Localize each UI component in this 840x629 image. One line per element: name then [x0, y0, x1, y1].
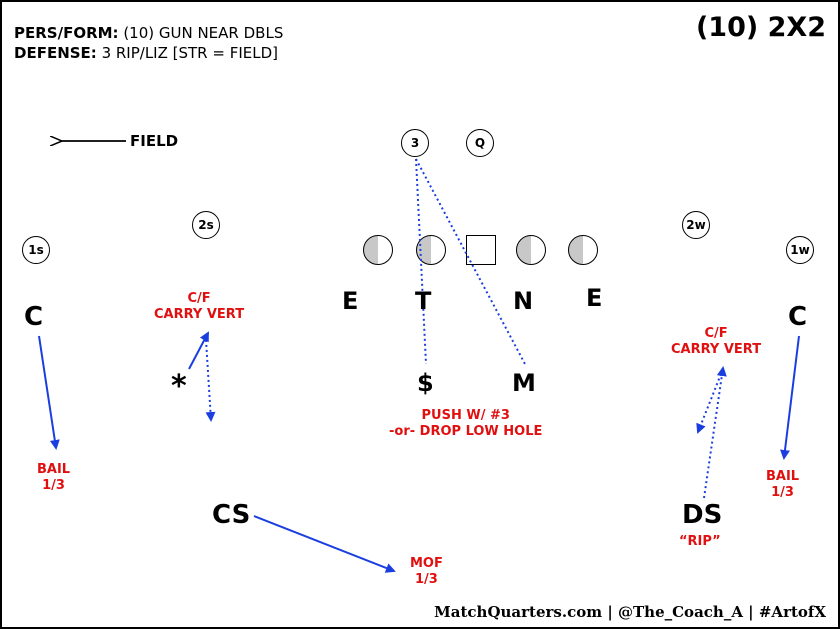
- note-cf-left: C/F CARRY VERT: [154, 291, 244, 323]
- nose-tackle: N: [513, 287, 534, 315]
- receiver-2w: 2w: [682, 211, 710, 239]
- mike-linebacker: M: [512, 369, 536, 397]
- pers-form-value: (10) GUN NEAR DBLS: [118, 24, 284, 42]
- note-rip: “RIP”: [679, 534, 721, 549]
- note-bail-right-line2: 1/3: [771, 485, 794, 500]
- center: [466, 235, 496, 265]
- defensive-end-left: E: [342, 287, 359, 315]
- note-bail-left: BAIL 1/3: [37, 462, 70, 494]
- route-star-carry: [205, 339, 216, 422]
- offensive-lineman: [363, 235, 393, 265]
- note-bail-right-line1: BAIL: [766, 469, 800, 484]
- route-c-right-bail: [780, 335, 800, 460]
- defense-label: DEFENSE:: [14, 44, 97, 62]
- deep-safety: DS: [682, 500, 723, 530]
- note-cf-left-line2: CARRY VERT: [154, 307, 245, 322]
- field-label: FIELD: [130, 132, 179, 150]
- receiver-3: 3: [401, 129, 429, 157]
- dollar-linebacker: $: [417, 369, 434, 397]
- note-cf-right-line1: C/F: [704, 326, 728, 341]
- defensive-tackle: T: [415, 287, 432, 315]
- route-star-to-vert: [188, 331, 209, 370]
- route-ds-vert: [703, 366, 727, 499]
- receiver-1s: 1s: [22, 236, 50, 264]
- route-m-read: [415, 158, 526, 365]
- star-defender: *: [171, 369, 187, 404]
- defense-line: DEFENSE: 3 RIP/LIZ [STR = FIELD]: [14, 44, 278, 62]
- receiver-1w: 1w: [786, 236, 814, 264]
- note-bail-left-line1: BAIL: [37, 462, 71, 477]
- quarterback: Q: [466, 129, 494, 157]
- receiver-2s: 2s: [192, 211, 220, 239]
- note-push-line1: PUSH W/ #3: [421, 408, 510, 423]
- note-bail-left-line2: 1/3: [42, 478, 65, 493]
- footer-credits: MatchQuarters.com | @The_Coach_A | #Arto…: [434, 603, 826, 621]
- note-push: PUSH W/ #3 -or- DROP LOW HOLE: [389, 408, 542, 440]
- formation-title: (10) 2X2: [695, 12, 826, 43]
- route-ds-carry: [696, 373, 722, 434]
- corner-left: C: [24, 302, 44, 332]
- offensive-lineman: [568, 235, 598, 265]
- pers-form-label: PERS/FORM:: [14, 24, 119, 42]
- note-mof: MOF 1/3: [410, 556, 443, 588]
- corner-right: C: [788, 302, 808, 332]
- note-cf-right: C/F CARRY VERT: [671, 326, 761, 358]
- route-c-left-bail: [38, 335, 60, 450]
- note-push-line2: -or- DROP LOW HOLE: [389, 424, 543, 439]
- note-bail-right: BAIL 1/3: [766, 469, 799, 501]
- note-cf-right-line2: CARRY VERT: [671, 342, 762, 357]
- route-cs-mof: [253, 515, 396, 573]
- route-dollar-read: [415, 158, 427, 365]
- note-mof-line2: 1/3: [415, 572, 438, 587]
- defensive-end-right: E: [586, 284, 603, 312]
- cover-safety: CS: [212, 500, 251, 530]
- offensive-lineman: [516, 235, 546, 265]
- note-cf-left-line1: C/F: [187, 291, 211, 306]
- pers-form-line: PERS/FORM: (10) GUN NEAR DBLS: [14, 24, 283, 42]
- note-mof-line1: MOF: [410, 556, 443, 571]
- defense-value: 3 RIP/LIZ [STR = FIELD]: [96, 44, 278, 62]
